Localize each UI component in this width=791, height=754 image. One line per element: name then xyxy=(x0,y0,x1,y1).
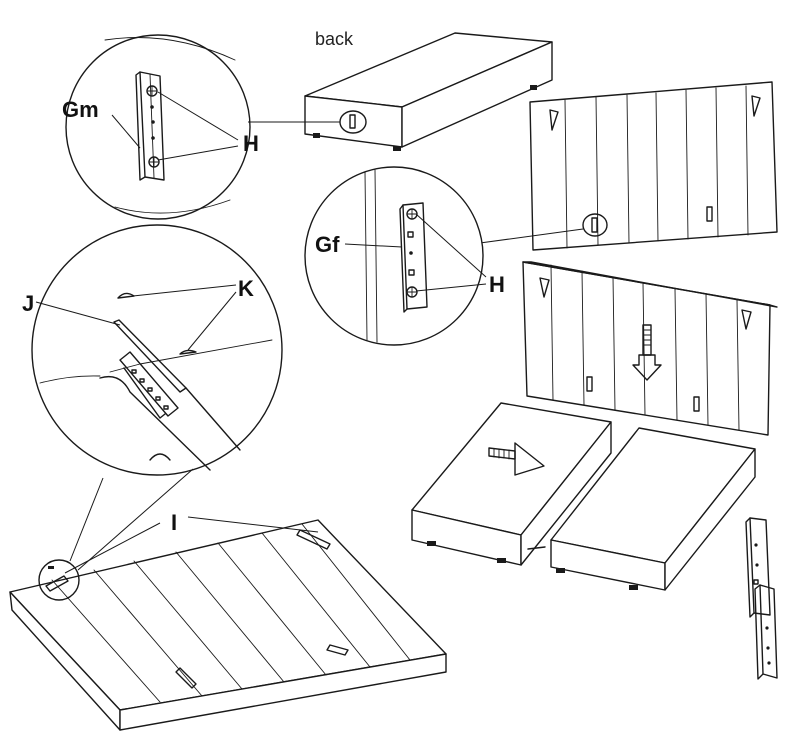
bed-base-left xyxy=(411,402,612,566)
label-h-top: H xyxy=(243,131,259,156)
headboard-panel-back xyxy=(479,81,778,251)
connector-bracket-assembled xyxy=(745,517,778,680)
detail-circle-slot-connection xyxy=(31,224,283,476)
label-h-middle: H xyxy=(489,272,505,297)
arrow-down-icon xyxy=(632,324,662,381)
bracket-plate-gf xyxy=(399,202,428,313)
detail-circle-bracket-middle xyxy=(304,166,487,346)
bracket-plate-gm xyxy=(135,71,165,181)
label-gf: Gf xyxy=(315,232,340,257)
arrow-right-icon xyxy=(488,442,545,476)
label-k: K xyxy=(238,276,254,301)
detail-circle-bracket-top xyxy=(65,34,251,220)
label-back: back xyxy=(315,29,354,49)
label-gm: Gm xyxy=(62,97,99,122)
headboard-panel-flat xyxy=(9,468,447,731)
label-i: I xyxy=(171,510,177,535)
bracket-slot-i xyxy=(119,351,179,419)
label-j: J xyxy=(22,291,34,316)
bed-base-right xyxy=(527,427,756,591)
bed-base-back-view xyxy=(248,32,553,151)
headboard-panel-attach xyxy=(522,261,778,436)
